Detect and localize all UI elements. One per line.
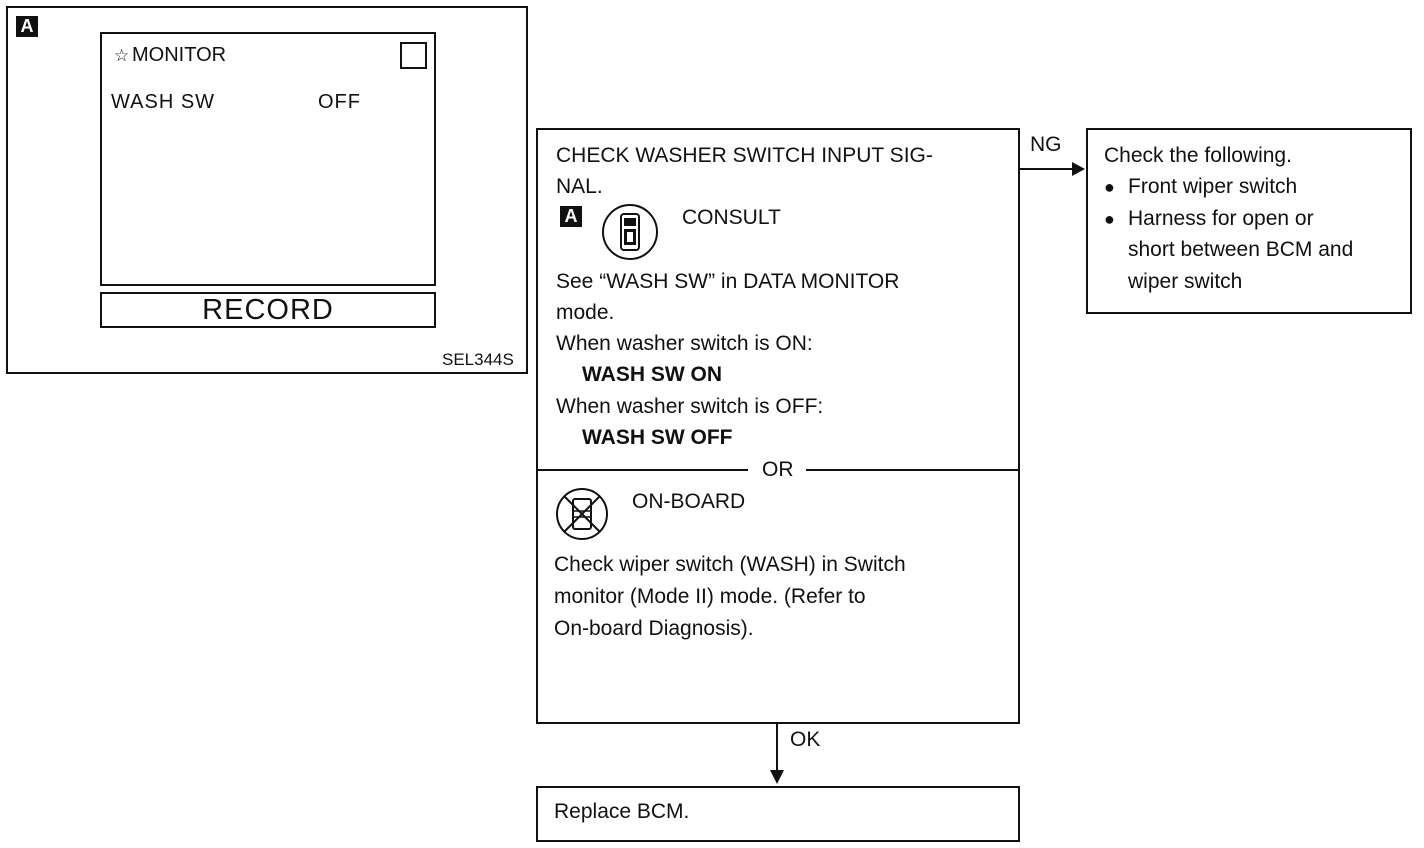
- onboard-line1: Check wiper switch (WASH) in Switch: [554, 553, 906, 576]
- onboard-line3: On-board Diagnosis).: [554, 617, 754, 640]
- ng-arrow-line: [1020, 168, 1076, 170]
- bullet-icon: ●: [1104, 177, 1115, 197]
- ng-arrowhead-icon: [1072, 162, 1085, 176]
- check-title-line1: CHECK WASHER SWITCH INPUT SIG-: [556, 144, 933, 167]
- consult-badge: A: [560, 206, 582, 227]
- monitor-screen: ☆ MONITOR WASH SW OFF: [100, 32, 436, 286]
- item-label: WASH SW: [111, 91, 216, 113]
- consult-label: CONSULT: [682, 206, 781, 229]
- record-button[interactable]: RECORD: [100, 292, 436, 328]
- bullet-icon: ●: [1104, 209, 1115, 229]
- ok-label: OK: [790, 728, 821, 751]
- star-icon: ☆: [114, 46, 130, 65]
- consult-line2: mode.: [556, 301, 615, 324]
- monitor-title: MONITOR: [132, 44, 227, 66]
- consult-device-icon: [602, 204, 658, 260]
- consult-line5: When washer switch is OFF:: [556, 395, 824, 418]
- result-text: Replace BCM.: [554, 800, 690, 823]
- ng-item2-line2: short between BCM and: [1128, 238, 1354, 261]
- onboard-label: ON-BOARD: [632, 490, 746, 513]
- ng-item1: Front wiper switch: [1128, 175, 1298, 198]
- item-value: OFF: [318, 91, 361, 113]
- ng-item2-line1: Harness for open or: [1128, 207, 1314, 230]
- or-divider-right: [806, 469, 1020, 471]
- ng-item2-line3: wiper switch: [1128, 270, 1243, 293]
- onboard-line2: monitor (Mode II) mode. (Refer to: [554, 585, 866, 608]
- panel-badge: A: [16, 16, 38, 37]
- consult-screen-panel: A ☆ MONITOR WASH SW OFF RECORD SEL344S: [6, 6, 528, 374]
- check-step-box: CHECK WASHER SWITCH INPUT SIG- NAL. A CO…: [536, 128, 1020, 724]
- ok-arrowhead-icon: [770, 770, 784, 784]
- consult-line6: WASH SW OFF: [582, 426, 733, 449]
- consult-line3: When washer switch is ON:: [556, 332, 813, 355]
- onboard-device-icon: [556, 488, 608, 540]
- check-title-line2: NAL.: [556, 175, 603, 198]
- ng-check-box: Check the following. ● Front wiper switc…: [1086, 128, 1412, 314]
- or-label: OR: [762, 458, 794, 481]
- figure-code: SEL344S: [442, 350, 514, 369]
- or-divider-left: [538, 469, 748, 471]
- screen-corner-button[interactable]: [400, 42, 427, 69]
- record-label: RECORD: [202, 294, 334, 326]
- consult-line4: WASH SW ON: [582, 363, 722, 386]
- ng-label: NG: [1030, 133, 1062, 156]
- ng-title: Check the following.: [1104, 144, 1292, 167]
- consult-line1: See “WASH SW” in DATA MONITOR: [556, 270, 900, 293]
- result-box: Replace BCM.: [536, 786, 1020, 842]
- ok-arrow-line: [776, 724, 778, 774]
